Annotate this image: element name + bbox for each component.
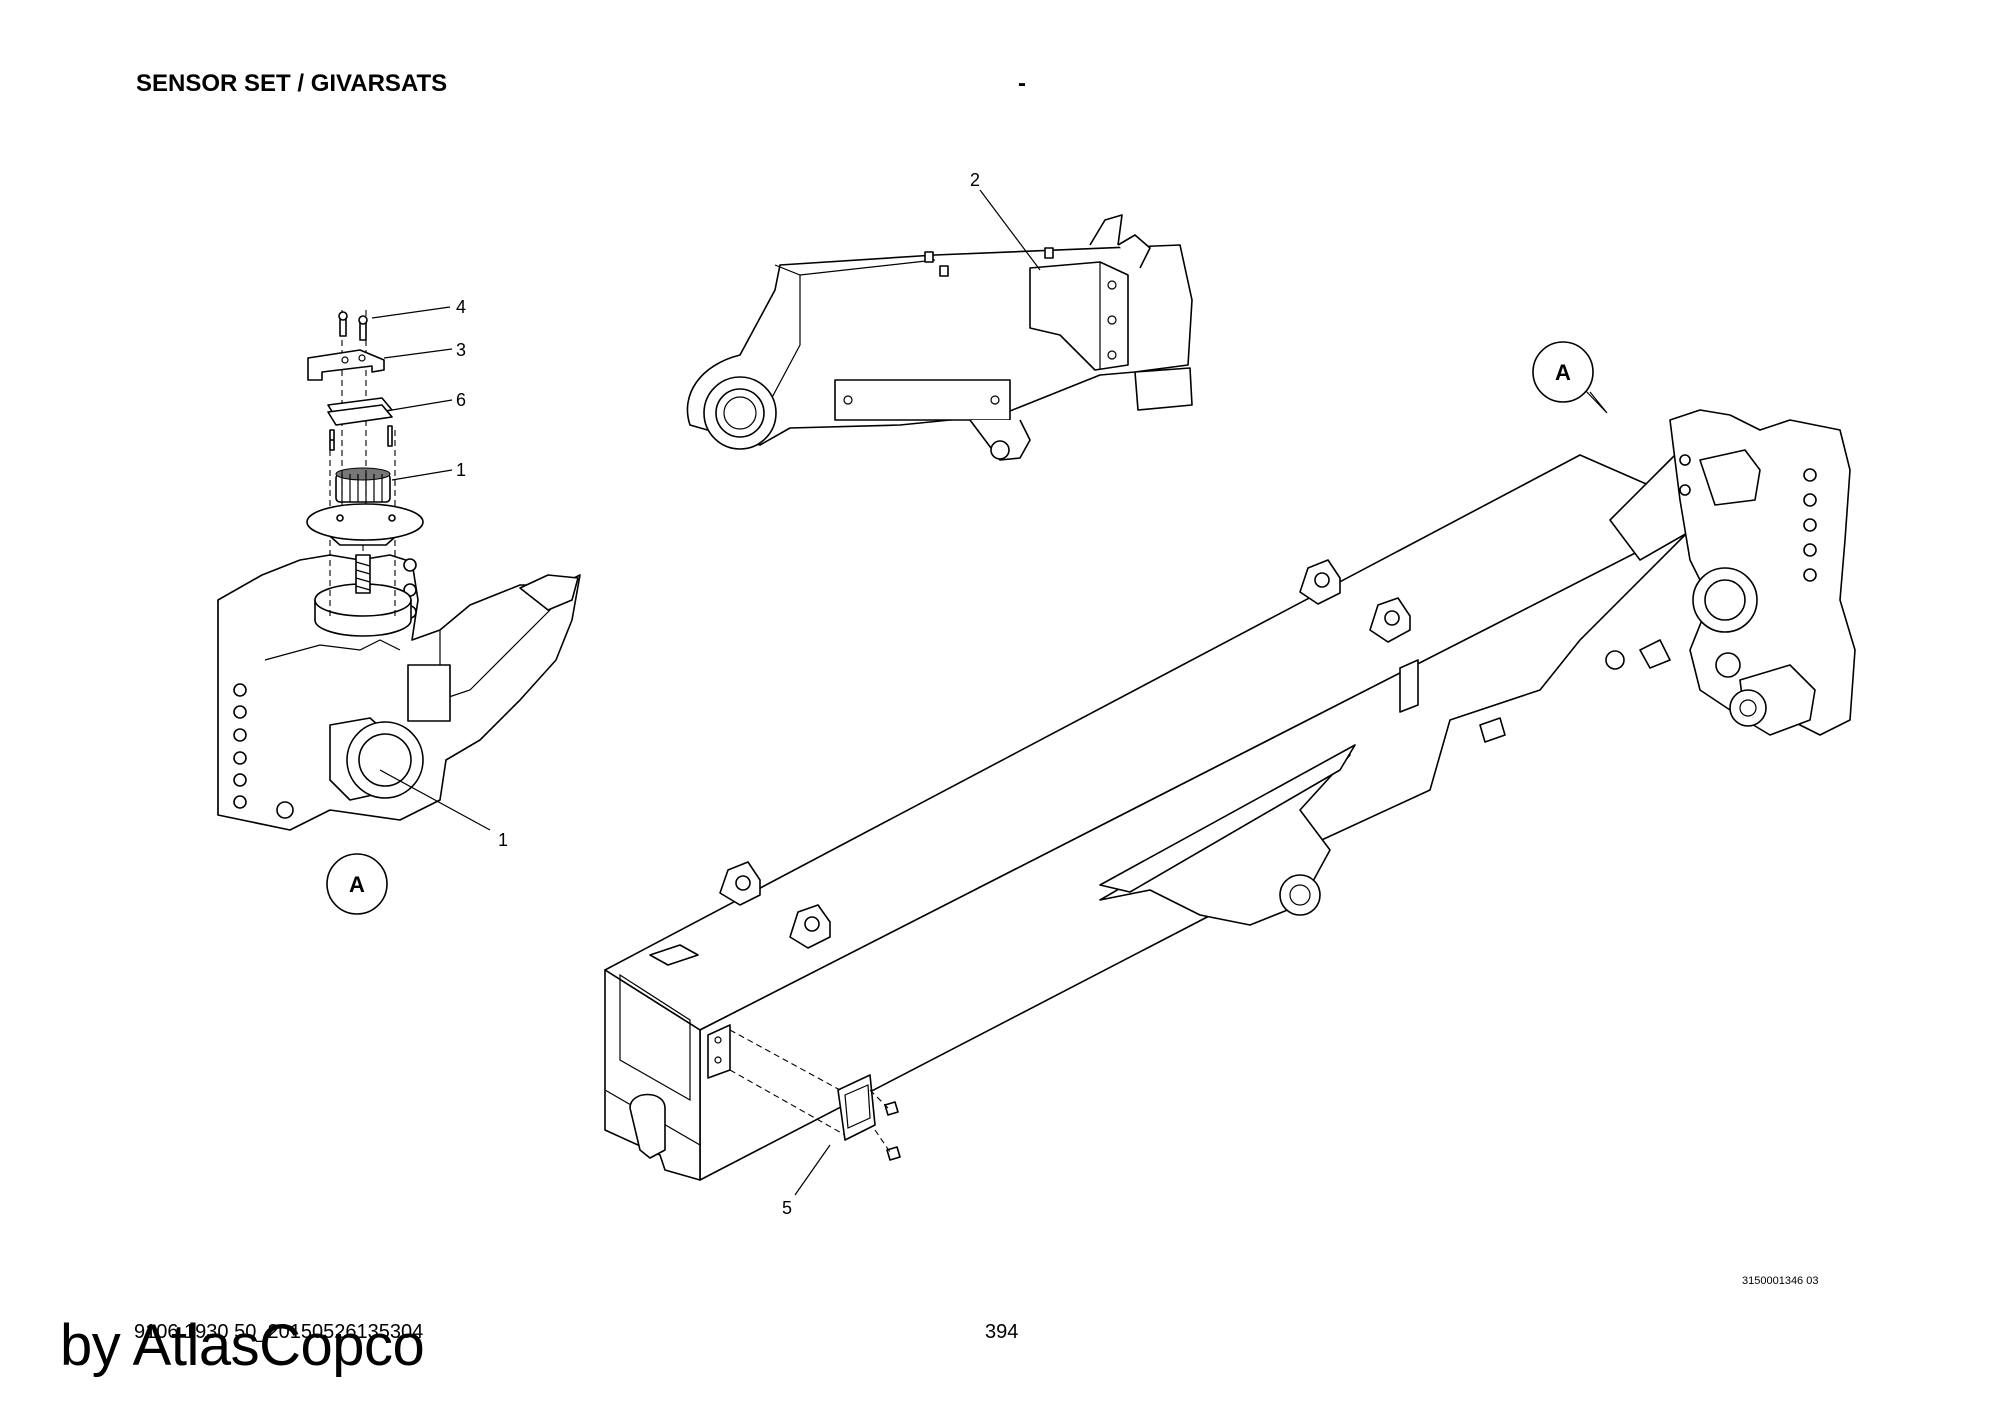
watermark: by AtlasCopco <box>60 1313 425 1378</box>
view-a-marker-detail <box>326 853 388 915</box>
upper-boom-view <box>686 214 1193 461</box>
callout-1-upper: 1 <box>456 460 466 480</box>
callout-4: 4 <box>456 297 466 317</box>
detail-leaders <box>371 306 491 831</box>
callout-5: 5 <box>782 1198 792 1218</box>
callout-1-lower: 1 <box>498 830 508 850</box>
callout-3: 3 <box>456 340 466 360</box>
callout-2: 2 <box>970 170 980 190</box>
view-a-arrow <box>1584 389 1608 414</box>
view-a-marker-main <box>1532 341 1594 403</box>
title-dash: - <box>1018 70 1026 97</box>
page-title: SENSOR SET / GIVARSATS <box>136 70 448 97</box>
drawing-number: 3150001346 03 <box>1742 1275 1819 1287</box>
page-number: 394 <box>985 1321 1019 1343</box>
callout-6: 6 <box>456 390 466 410</box>
callout-2-leader <box>979 189 1041 271</box>
document-code: 9106 1930 50_20150526135304 <box>134 1321 424 1343</box>
main-boom-view <box>604 409 1856 1181</box>
callout-5-leader <box>794 1144 831 1196</box>
detail-view-a <box>217 310 581 831</box>
view-a-label-detail: A <box>349 872 365 897</box>
view-a-label-main: A <box>1555 360 1571 385</box>
